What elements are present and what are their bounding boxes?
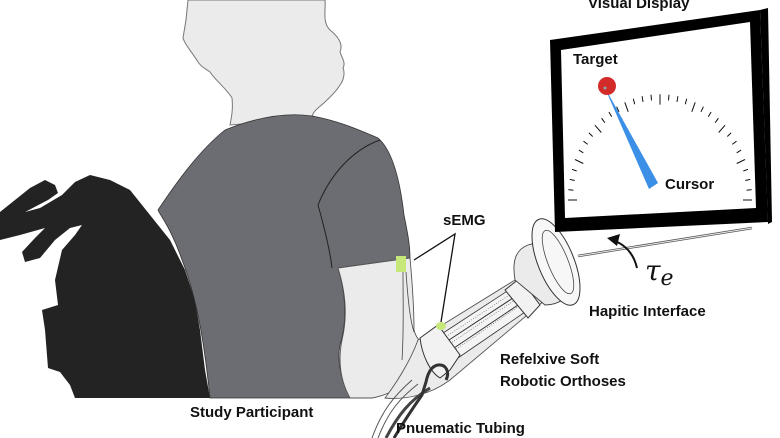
gauge-tick: [691, 102, 696, 112]
label-orthoses-line2: Robotic Orthoses: [500, 373, 626, 390]
label-target: Target: [573, 51, 618, 68]
gauge-tick: [707, 111, 712, 118]
gauge-ticks: [568, 94, 752, 201]
target-marker: [598, 77, 616, 95]
label-torque: τe: [645, 254, 674, 291]
label-visual-display: Visual Display: [588, 0, 690, 12]
gauge-tick: [588, 132, 594, 137]
semg-sensor-forearm: [436, 322, 446, 330]
gauge-tick: [608, 111, 613, 118]
label-semg: sEMG: [443, 212, 486, 229]
label-pneumatic-tubing: Pnuematic Tubing: [396, 420, 525, 437]
gauge-tick: [624, 102, 629, 112]
gauge-tick: [583, 140, 589, 145]
gauge-tick: [641, 96, 644, 102]
gauge-tick: [601, 117, 606, 123]
semg-pointer-lines: [413, 232, 456, 323]
pneumatic-tubing: [371, 363, 450, 438]
gauge-tick: [731, 140, 737, 145]
haptic-handle-guard: [531, 218, 581, 306]
sleeve-seam: [317, 139, 381, 269]
gauge-tick: [668, 94, 670, 101]
gauge-tick: [568, 189, 574, 191]
gauge-tick: [726, 132, 732, 137]
gauge-tick: [594, 124, 602, 133]
label-cursor: Cursor: [665, 176, 714, 193]
torque-arrow: [614, 240, 638, 269]
gauge-tick: [745, 178, 751, 181]
gauge-tick: [569, 178, 575, 181]
gauge-tick: [746, 189, 752, 191]
semg-sensor-upper-arm: [396, 256, 406, 272]
gauge-tick: [650, 94, 652, 101]
gauge-tick: [718, 124, 726, 133]
haptic-rod-highlight: [577, 227, 753, 257]
gauge-tick: [676, 96, 679, 102]
gauge-tick: [700, 106, 704, 113]
participant-head: [182, 0, 345, 126]
gauge-tick: [574, 159, 584, 164]
label-orthoses-line1: Refelxive Soft: [500, 351, 599, 368]
torque-arrow-head: [607, 234, 620, 246]
semg-sensor-leads: [401, 271, 415, 361]
cursor-needle: [604, 86, 658, 189]
gauge-tick: [632, 98, 636, 105]
label-study-participant: Study Participant: [190, 404, 313, 421]
gauge-tick: [571, 168, 577, 172]
gauge-tick: [736, 149, 742, 154]
gauge-tick: [714, 117, 719, 123]
gauge-tick: [616, 106, 620, 113]
gauge-tick: [684, 98, 688, 105]
visual-display-monitor: [550, 8, 772, 232]
wheelchair-silhouette: [0, 175, 210, 398]
label-haptic-interface: Hapitic Interface: [589, 303, 706, 320]
gauge-tick: [736, 159, 746, 164]
target-center: [603, 86, 607, 90]
orthosis-cuff-wrist: [504, 277, 541, 319]
participant-shirt: [157, 114, 411, 399]
gauge-tick: [578, 149, 584, 154]
gauge-tick: [743, 168, 749, 172]
orthosis-cuff-elbow: [419, 324, 461, 379]
haptic-handle-guard-inner: [541, 229, 575, 295]
